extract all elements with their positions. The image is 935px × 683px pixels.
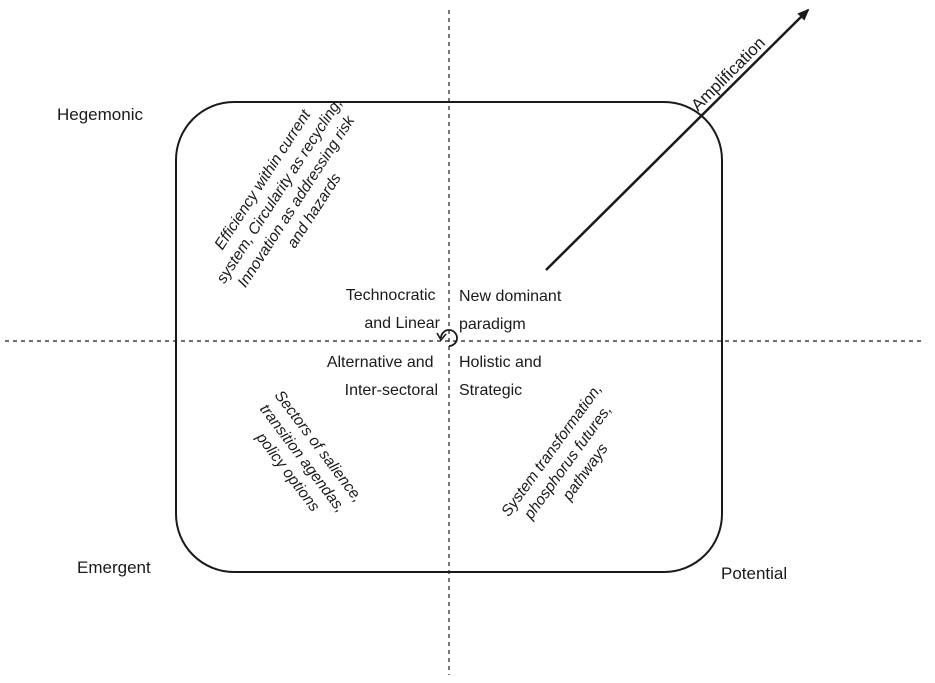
cycle-icon <box>436 329 458 347</box>
corner-label-hegemonic: Hegemonic <box>57 105 143 124</box>
svg-text:Sectors of salience, tra: Sectors of salience, transition agendas,… <box>239 387 369 533</box>
svg-text:Efficiency within current: Efficiency within current system, Circul… <box>197 81 382 309</box>
quadrant-label-bottom-right: Holistic and Strategic <box>459 354 546 399</box>
quadrant-label-bottom-left: Alternative and Inter-sectoral <box>327 354 438 399</box>
diagonal-text-bottom-left: Sectors of salience, transition agendas,… <box>239 387 369 533</box>
diagonal-text-top-left: Efficiency within current system, Circul… <box>197 81 382 309</box>
diagonal-text-bottom-right: System transformation, phosphorus future… <box>498 377 640 543</box>
svg-text:System transformation, p: System transformation, phosphorus future… <box>498 377 640 543</box>
quadrant-label-top-left: Technocratic and Linear <box>346 287 441 332</box>
amplification-arrow <box>545 8 810 271</box>
quadrant-label-top-right: New dominant paradigm <box>459 288 566 333</box>
corner-label-potential: Potential <box>721 564 787 583</box>
corner-label-emergent: Emergent <box>77 558 151 577</box>
amplification-label: Amplification <box>687 33 769 115</box>
